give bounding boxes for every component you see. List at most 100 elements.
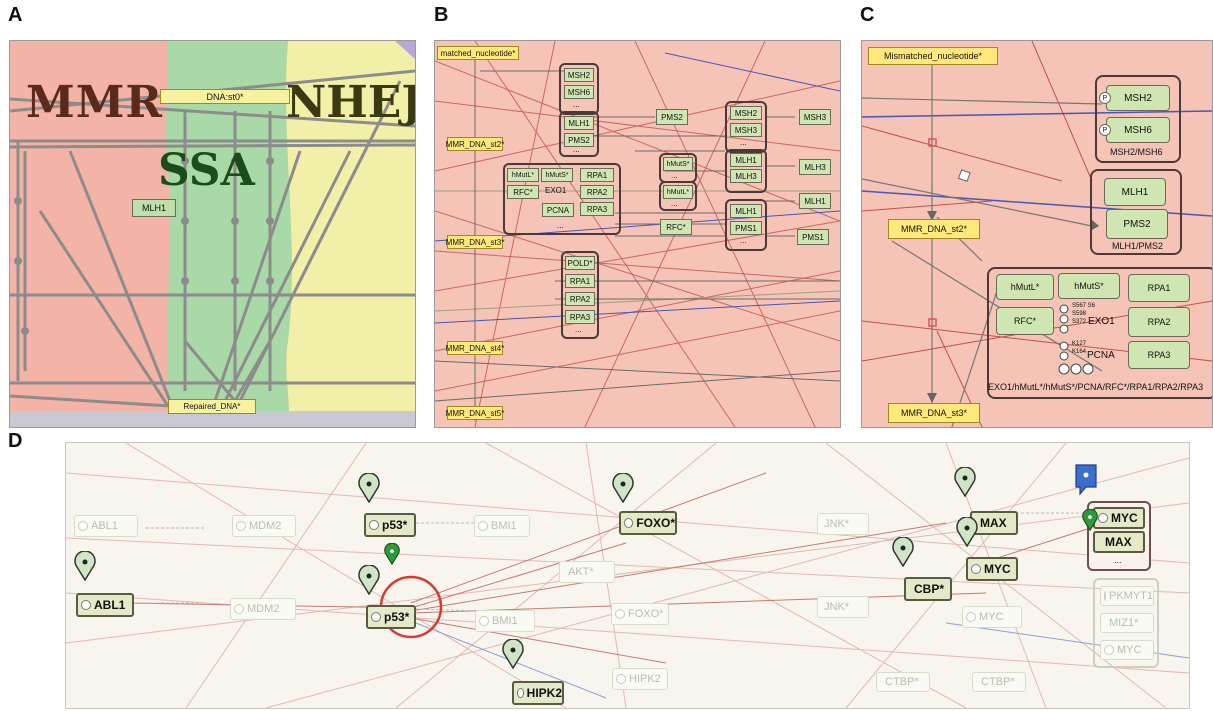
map-pin-icon[interactable] (954, 467, 976, 497)
complex-msh2-msh6-c[interactable] (1095, 75, 1181, 163)
node-exo1-c[interactable]: EXO1 (1088, 316, 1115, 327)
node-rpa3-c[interactable]: RPA3 (1128, 341, 1190, 369)
node-abl1[interactable]: ABL1 (76, 593, 134, 617)
node-hipk2-faded[interactable]: HIPK2 (612, 668, 668, 690)
map-pin-green-icon[interactable] (1082, 509, 1098, 531)
node-pms2-c[interactable]: PMS2 (1106, 209, 1168, 239)
node-bmi1-faded-bot[interactable]: BMI1 (475, 610, 535, 632)
node-mdm2-faded-bot[interactable]: MDM2 (230, 598, 296, 620)
state-b-4[interactable]: MMR_DNA_st5* (446, 406, 504, 420)
node-myc-faded-right[interactable]: MYC (1100, 640, 1154, 660)
state-c-1[interactable]: MMR_DNA_st2* (888, 219, 980, 239)
state-b-0[interactable]: matched_nucleotide* (437, 46, 519, 60)
node-foxo-faded-bot[interactable]: FOXO* (611, 603, 669, 625)
node-hmuts-b[interactable]: hMutS* (541, 168, 573, 182)
state-c-0[interactable]: Mismatched_nucleotide* (868, 47, 998, 65)
complex-exo1-c[interactable] (987, 267, 1212, 399)
node-rpa1-b[interactable]: RPA1 (565, 274, 595, 288)
node-dna-st0[interactable]: DNA:st0* (160, 89, 290, 104)
node-pcna-c[interactable]: PCNA (1087, 350, 1115, 361)
panel-b[interactable]: matched_nucleotide* MMR_DNA_st2* MMR_DNA… (434, 40, 841, 428)
node-bmi1-faded-top[interactable]: BMI1 (474, 515, 530, 537)
node-pms2-a[interactable]: PMS2 (564, 133, 594, 147)
bookmark-flag-icon[interactable] (1074, 463, 1098, 495)
panel-a[interactable]: MMR NHEJ SSA DNA:st0* MLH1 Repaired_DNA* (9, 40, 416, 428)
node-msh2-c[interactable]: MSH2 (1106, 85, 1170, 111)
node-rpa2-b[interactable]: RPA2 (565, 292, 595, 306)
node-mlh3-e[interactable]: MLH3 (799, 159, 831, 175)
complex-pkmyt1-faded[interactable] (1093, 578, 1159, 668)
complex-mlh1-pms2[interactable] (559, 111, 599, 157)
node-mlh1-c[interactable]: MLH1 (1104, 178, 1166, 206)
node-hmutl-b[interactable]: hMutL* (507, 168, 539, 182)
complex-msh2-msh6[interactable] (559, 63, 599, 115)
node-cbp[interactable]: CBP* (904, 577, 952, 601)
node-complex-myc[interactable]: MYC (1093, 507, 1145, 529)
node-msh6-c[interactable]: MSH6 (1106, 117, 1170, 143)
node-exo1[interactable]: EXO1 (545, 186, 567, 195)
node-hmuts-a[interactable]: hMutS* (663, 157, 693, 171)
state-b-3[interactable]: MMR_DNA_st4* (446, 341, 504, 355)
node-myc-faded-bot[interactable]: MYC (962, 606, 1022, 628)
map-pin-icon[interactable] (892, 537, 914, 567)
node-mdm2-faded-top[interactable]: MDM2 (232, 515, 296, 537)
panel-c[interactable]: Mismatched_nucleotide* MMR_DNA_st2* MMR_… (861, 40, 1213, 428)
node-rpa1[interactable]: RPA1 (580, 168, 614, 182)
panel-d[interactable]: ABL1 MDM2 BMI1 JNK* AKT* MDM2 BMI1 FOXO*… (65, 442, 1190, 709)
node-hmutl-c[interactable]: hMutL* (996, 274, 1054, 300)
complex-hmutl-a[interactable] (659, 181, 697, 211)
node-hmutl-a[interactable]: hMutL* (663, 185, 693, 199)
node-pms2-b[interactable]: PMS2 (656, 109, 688, 125)
node-msh3-b[interactable]: MSH3 (730, 123, 762, 137)
node-repaired-dna[interactable]: Repaired_DNA* (168, 399, 256, 414)
node-rfc-a[interactable]: RFC* (660, 219, 692, 235)
node-mlh1-f[interactable]: MLH1 (799, 193, 831, 209)
node-msh2[interactable]: MSH2 (564, 68, 594, 82)
complex-mlh1-pms1[interactable] (725, 199, 767, 251)
node-mlh1-g[interactable]: MLH1 (730, 204, 762, 218)
node-jnk-faded-bot[interactable]: JNK* (817, 596, 869, 618)
map-pin-icon[interactable] (74, 551, 96, 581)
node-complex-max[interactable]: MAX (1093, 531, 1145, 553)
node-rfc-c[interactable]: RFC* (996, 307, 1054, 335)
complex-pold[interactable] (561, 251, 599, 339)
node-mlh1-d[interactable]: MLH1 (730, 153, 762, 167)
node-myc[interactable]: MYC (966, 557, 1018, 581)
node-jnk-faded-top[interactable]: JNK* (817, 513, 869, 535)
complex-mlh1-pms2-c[interactable] (1090, 169, 1182, 255)
node-rpa2[interactable]: RPA2 (580, 185, 614, 199)
node-pold[interactable]: POLD* (565, 256, 595, 270)
complex-mlh1-mlh3[interactable] (725, 149, 767, 193)
node-akt-faded[interactable]: AKT* (559, 561, 615, 583)
map-pin-green-icon[interactable] (384, 543, 400, 565)
node-p53-bottom[interactable]: p53* (366, 605, 416, 629)
map-pin-icon[interactable] (956, 517, 978, 547)
node-rpa1-c[interactable]: RPA1 (1128, 274, 1190, 302)
node-p53-top[interactable]: p53* (364, 513, 416, 537)
node-rpa2-c[interactable]: RPA2 (1128, 307, 1190, 337)
node-msh3-c[interactable]: MSH3 (799, 109, 831, 125)
node-ctbp-faded-2[interactable]: CTBP* (972, 672, 1026, 692)
node-pcna[interactable]: PCNA (542, 203, 574, 217)
map-pin-icon[interactable] (502, 639, 524, 669)
state-b-2[interactable]: MMR_DNA_st3* (446, 235, 504, 249)
node-rpa3-b[interactable]: RPA3 (565, 310, 595, 324)
complex-msh2-msh3[interactable] (725, 101, 767, 153)
map-pin-icon[interactable] (612, 473, 634, 503)
map-pin-icon[interactable] (358, 565, 380, 595)
node-mlh1[interactable]: MLH1 (132, 199, 176, 217)
node-rfc-b[interactable]: RFC* (507, 185, 539, 199)
node-mlh1-a[interactable]: MLH1 (564, 116, 594, 130)
node-pkmyt1-faded[interactable]: PKMYT1 (1100, 586, 1154, 606)
node-msh6[interactable]: MSH6 (564, 85, 594, 99)
node-rpa3[interactable]: RPA3 (580, 202, 614, 216)
state-b-1[interactable]: MMR_DNA_st2* (446, 137, 504, 151)
node-abl1-faded[interactable]: ABL1 (74, 515, 138, 537)
node-msh2-b[interactable]: MSH2 (730, 106, 762, 120)
node-ctbp-faded-1[interactable]: CTBP* (876, 672, 930, 692)
map-pin-icon[interactable] (358, 473, 380, 503)
node-hmuts-c[interactable]: hMutS* (1058, 273, 1120, 299)
node-hipk2[interactable]: HIPK2 (512, 681, 564, 705)
state-c-2[interactable]: MMR_DNA_st3* (888, 403, 980, 423)
node-mlh3-d[interactable]: MLH3 (730, 169, 762, 183)
